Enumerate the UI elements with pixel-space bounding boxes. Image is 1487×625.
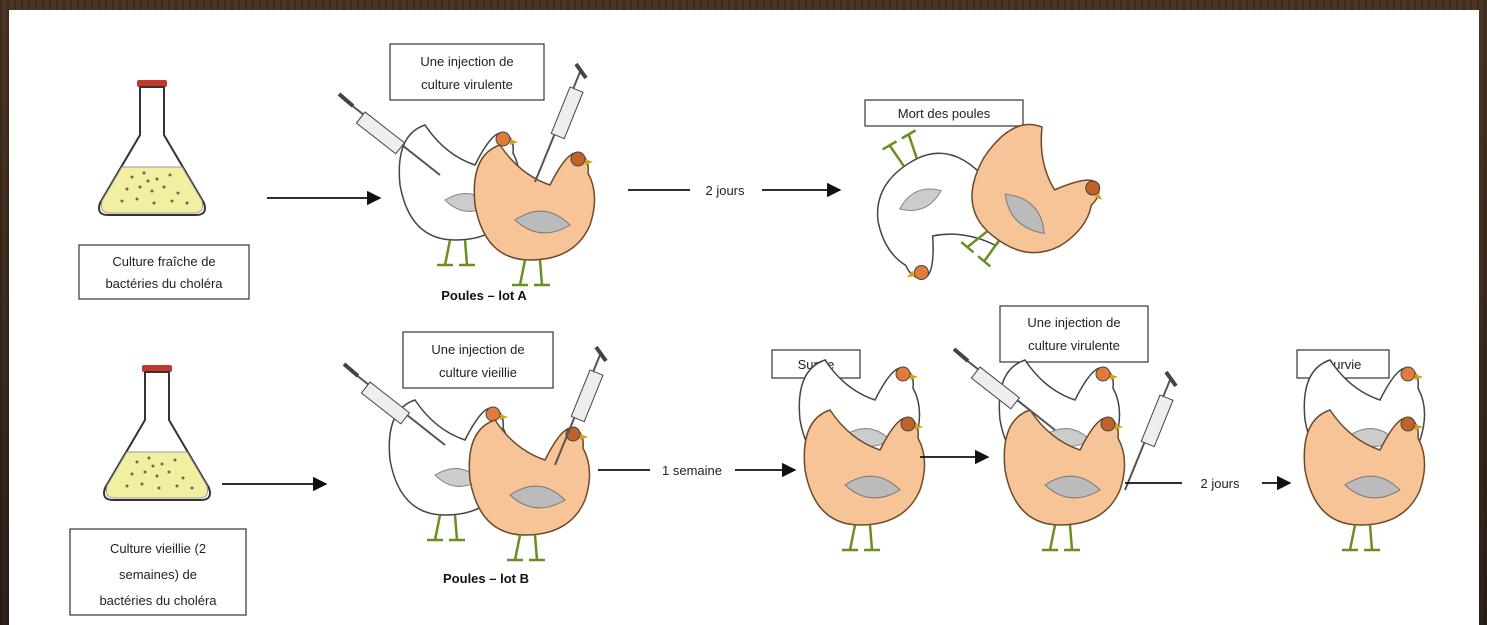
- lot-a-injection-line1: Une injection de: [420, 54, 513, 69]
- second-injection-box: Une injection de culture virulente: [1000, 306, 1148, 362]
- lot-b-injection-box: Une injection de culture vieillie: [403, 332, 553, 388]
- fresh-culture-label-box: Culture fraîche de bactéries du choléra: [79, 245, 249, 299]
- old-culture-flask: [104, 365, 210, 500]
- dead-hens-result-box: Mort des poules: [865, 100, 1023, 126]
- lot-b-delay-2: 2 jours: [1200, 476, 1240, 491]
- lot-b-delay: 1 semaine: [662, 463, 722, 478]
- survived-hens-2: [1304, 360, 1424, 550]
- lot-a-delay: 2 jours: [705, 183, 745, 198]
- fresh-culture-flask: [99, 80, 205, 215]
- second-injection-line1: Une injection de: [1027, 315, 1120, 330]
- lot-a-injection-line2: culture virulente: [421, 77, 513, 92]
- dead-hens: [844, 111, 1114, 296]
- old-culture-label-line2: semaines) de: [119, 567, 197, 582]
- old-culture-label-box: Culture vieillie (2 semaines) de bactéri…: [70, 529, 246, 615]
- survived-hens-1: [799, 360, 924, 550]
- lot-a-caption: Poules – lot A: [441, 288, 527, 303]
- old-culture-label-line1: Culture vieillie (2: [110, 541, 206, 556]
- second-injection-line2: culture virulente: [1028, 338, 1120, 353]
- dead-hens-label: Mort des poules: [898, 106, 991, 121]
- orange-hen-icon: [469, 420, 589, 560]
- fresh-culture-label-line2: bactéries du choléra: [105, 276, 223, 291]
- lot-b-caption: Poules – lot B: [443, 571, 529, 586]
- orange-hen-icon: [474, 145, 594, 285]
- old-culture-label-line3: bactéries du choléra: [99, 593, 217, 608]
- lot-b-injection-line2: culture vieillie: [439, 365, 517, 380]
- lot-a-injection-box: Une injection de culture virulente: [390, 44, 544, 100]
- survival-2-box: Survie: [1297, 350, 1389, 378]
- fresh-culture-label-line1: Culture fraîche de: [112, 254, 215, 269]
- lot-b-injection-line1: Une injection de: [431, 342, 524, 357]
- syringe-icon: [1125, 372, 1176, 490]
- second-injection-hens: [954, 349, 1176, 550]
